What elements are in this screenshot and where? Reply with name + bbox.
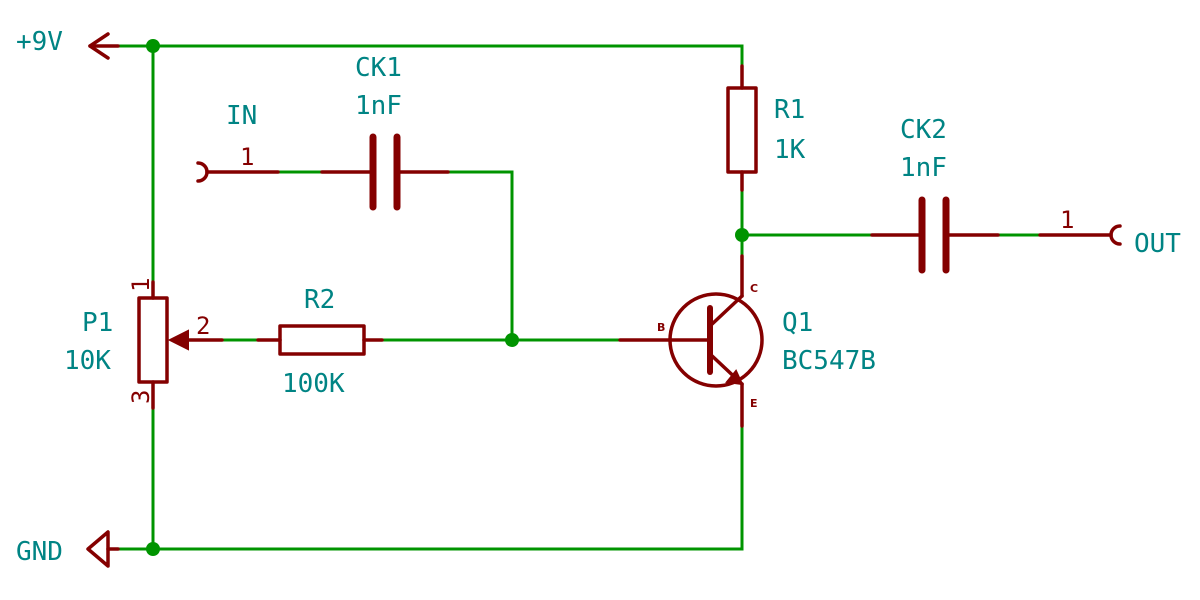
q1-pin-c: C <box>750 282 758 295</box>
r1-ref: R1 <box>774 95 805 125</box>
q1-emitter-arrow-icon <box>725 369 744 386</box>
p1-pin-2: 2 <box>196 312 210 340</box>
ck2-ref: CK2 <box>900 115 947 145</box>
q1-ref: Q1 <box>782 308 813 338</box>
capacitor-ck1: CK1 1nF <box>320 53 450 211</box>
output-pin-number: 1 <box>1060 206 1074 234</box>
input-pin-number: 1 <box>240 143 254 171</box>
q1-envelope <box>668 292 764 388</box>
ck2-value: 1nF <box>900 153 947 183</box>
wire-vcc-rail <box>116 44 744 68</box>
gnd-label: GND <box>16 537 63 567</box>
r2-body <box>278 324 366 356</box>
q1-collector-leg <box>708 294 744 328</box>
ck1-ref: CK1 <box>355 53 402 83</box>
transistor-q1: B C E Q1 BC547B <box>618 254 876 428</box>
ck1-value: 1nF <box>355 91 402 121</box>
wires <box>116 44 1042 551</box>
q1-pin-e: E <box>750 397 758 410</box>
resistor-r2: R2 100K <box>256 285 384 399</box>
junction-vcc <box>146 39 160 53</box>
resistor-r1: R1 1K <box>726 64 806 192</box>
r1-body <box>726 86 758 174</box>
input-connector: IN 1 <box>196 101 280 183</box>
p1-pin-1: 1 <box>127 278 155 292</box>
input-connector-name: IN <box>226 101 257 131</box>
wire-gnd-rail <box>116 424 744 551</box>
p1-pin-3: 3 <box>127 390 155 404</box>
r1-value: 1K <box>774 135 806 165</box>
output-connector: OUT 1 <box>1038 206 1181 259</box>
capacitor-ck2: CK2 1nF <box>870 115 1000 274</box>
gnd-power-symbol: GND <box>16 530 120 568</box>
q1-pin-b: B <box>657 321 665 334</box>
r2-value: 100K <box>282 369 345 399</box>
gnd-arrow-icon <box>86 530 110 568</box>
output-connector-name: OUT <box>1134 229 1181 259</box>
junction-gnd <box>146 542 160 556</box>
p1-value: 10K <box>64 346 111 376</box>
r2-ref: R2 <box>304 285 335 315</box>
p1-body <box>137 296 169 384</box>
wire-ck1-to-base-node <box>446 170 514 342</box>
p1-wiper-arrow-icon <box>167 329 189 351</box>
vcc-label: +9V <box>16 27 63 57</box>
p1-ref: P1 <box>82 308 113 338</box>
vcc-power-symbol: +9V <box>16 27 120 60</box>
junctions <box>146 39 749 556</box>
potentiometer-p1: 1 2 3 P1 10K <box>64 278 224 410</box>
q1-value: BC547B <box>782 346 876 376</box>
junction-base-node <box>505 333 519 347</box>
junction-collector-node <box>735 228 749 242</box>
